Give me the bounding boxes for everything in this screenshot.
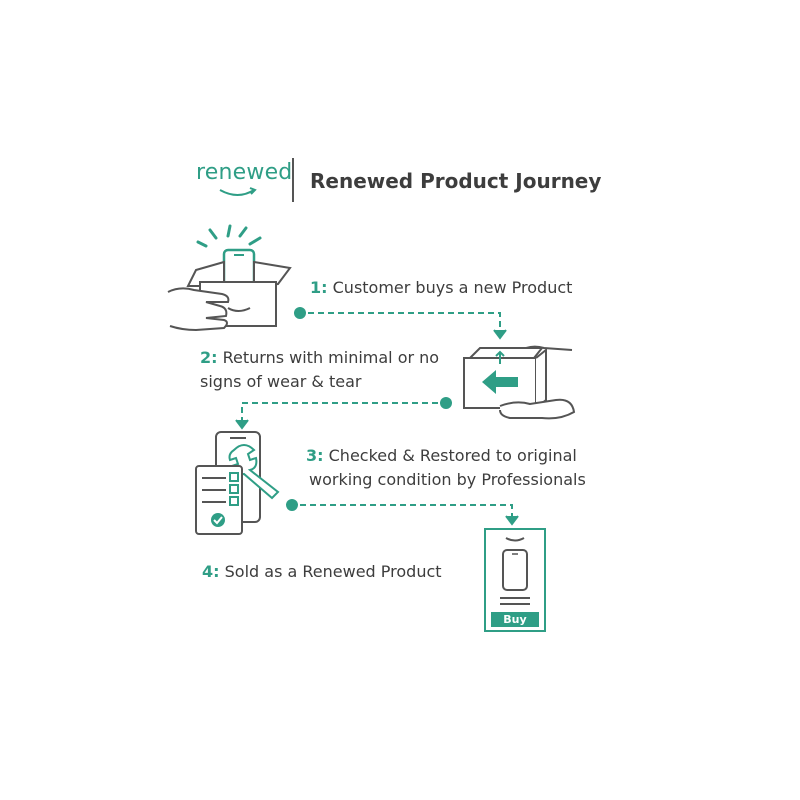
brand-logo-text: renewed <box>196 160 293 185</box>
connector-3-arrow <box>286 499 519 526</box>
step-4-text: 4: Sold as a Renewed Product <box>202 560 442 584</box>
step-2-number: 2: <box>200 348 218 367</box>
connector-1-arrow <box>294 307 507 340</box>
step-1-line-1: Customer buys a new Product <box>332 278 573 297</box>
step-2-line-1: Returns with minimal or no <box>222 348 440 367</box>
step-4-line-1: Sold as a Renewed Product <box>224 562 442 581</box>
step-1-text: 1: Customer buys a new Product <box>310 276 572 300</box>
page-title: Renewed Product Journey <box>310 169 602 193</box>
step-3-line-2: working condition by Professionals <box>309 470 586 489</box>
step-4-number: 4: <box>202 562 220 581</box>
checklist-repair-icon <box>195 431 280 535</box>
step-2-text: 2: Returns with minimal or no signs of w… <box>200 346 439 394</box>
step-3-text: 3: Checked & Restored to original workin… <box>306 444 586 492</box>
open-box-with-phone-icon <box>167 224 292 332</box>
return-box-icon <box>463 345 576 420</box>
header-divider <box>292 158 294 202</box>
step-3-line-1: Checked & Restored to original <box>328 446 577 465</box>
buy-button <box>491 612 539 627</box>
buy-button-label: Buy <box>503 613 526 626</box>
step-1-number: 1: <box>310 278 328 297</box>
step-2-line-2: signs of wear & tear <box>200 372 362 391</box>
buy-card-icon: Buy <box>484 528 546 632</box>
brand-smile-icon <box>219 187 257 196</box>
step-3-number: 3: <box>306 446 324 465</box>
connector-2-arrow <box>235 397 452 430</box>
